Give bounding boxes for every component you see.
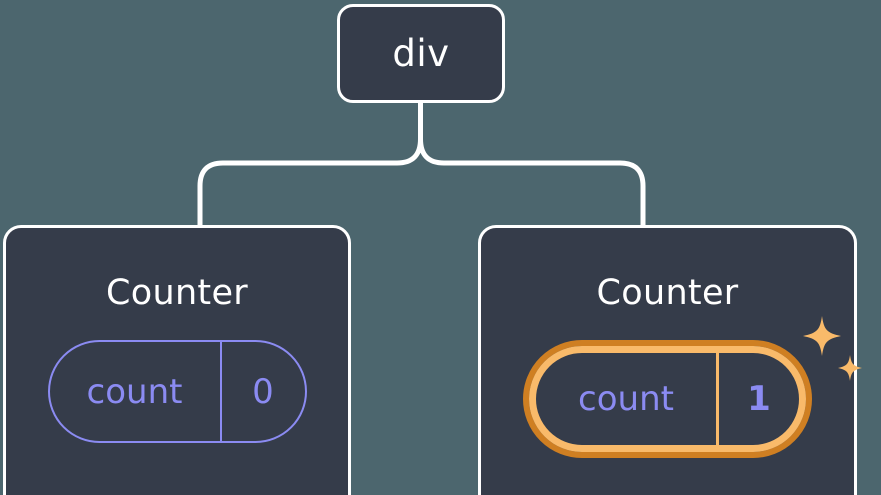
connector-left-branch (197, 98, 423, 229)
component-title: Counter (106, 273, 248, 313)
sparkle-small-icon (838, 355, 862, 381)
state-pill-inner: count 1 (529, 346, 806, 452)
tree-node-counter-left[interactable]: Counter count 0 (3, 225, 351, 495)
state-pill-highlighted[interactable]: count 1 (523, 340, 812, 458)
state-value: 0 (252, 371, 274, 412)
state-key: count (50, 342, 222, 441)
component-title: Counter (596, 273, 739, 313)
state-key: count (536, 353, 719, 445)
state-pill-wrapper: count 0 (47, 340, 307, 443)
connector-right-branch (418, 98, 646, 229)
state-pill[interactable]: count 0 (47, 340, 307, 443)
state-value: 1 (747, 379, 771, 419)
root-node-label: div (392, 32, 450, 75)
state-pill-wrapper: count 1 (523, 316, 862, 458)
sparkles-icon (803, 316, 862, 381)
sparkle-large-icon (803, 316, 841, 356)
tree-node-counter-right[interactable]: Counter count 1 (478, 225, 862, 495)
tree-node-root[interactable]: div (337, 4, 505, 103)
